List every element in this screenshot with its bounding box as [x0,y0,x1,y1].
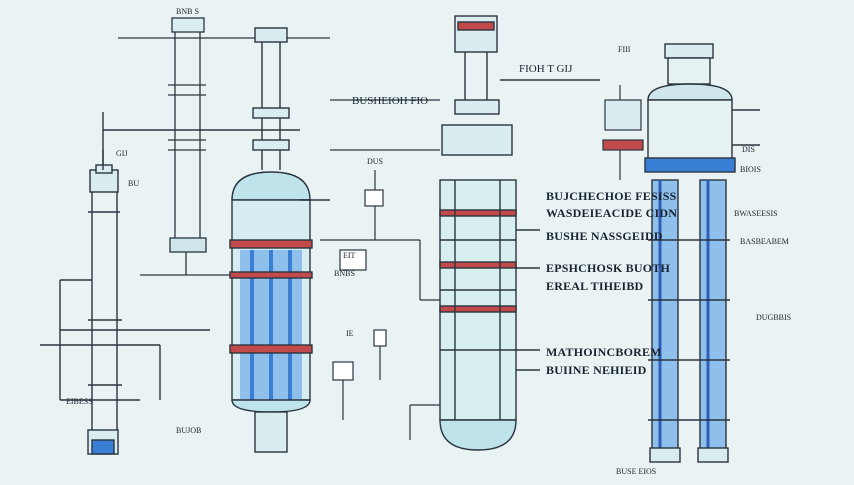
label-right-mid-2: EREAL TIHEIBD [546,279,644,293]
heat-exchanger [644,43,760,463]
reactor-vessel [229,27,330,453]
label-bottom-1: BUJOB [176,426,202,435]
label-bottom-2: EIBESS [66,397,93,406]
label-far-right-3: BIOIS [740,165,761,174]
label-bottom-3: BUSE EIOS [616,467,657,476]
label-left-upper: BUSHEIOH FIO [352,95,429,107]
label-far-right-5: BASBEABEM [740,237,789,246]
distillation-column [439,15,600,451]
label-right-low-2: BUIINE NEHIEID [546,363,647,377]
label-far-right-6: DUGBBIS [756,313,792,322]
label-right-mid-1: EPSHCHOSK BUOTH [546,261,671,275]
label-left-small-1: GIJ [116,149,128,158]
label-center-tag: EIT [343,251,356,260]
right-apparatus [602,85,644,180]
label-top-center: FIOH T GIJ [519,63,573,75]
label-right-low-1: MATHOINCBOREM [546,345,662,359]
label-center-tag-2: BNBS [334,269,355,278]
label-right-title-2: WASDEIEACIDE CIDN [546,206,678,220]
label-far-right-2: DIS [742,145,755,154]
label-right-title-3: BUSHE NASSGEIDD [546,229,663,243]
label-left-small-2: BU [128,179,140,188]
label-center-boxes: IE [346,329,354,338]
center-instruments [320,99,440,440]
label-top-left: BNB S [176,7,199,16]
label-center-small: DUS [367,157,384,166]
label-far-right-1: FIII [618,45,631,54]
label-right-title-1: BUJCHECHOE FESISS [546,189,677,203]
left-column [40,112,300,455]
label-far-right-4: BWASEESIS [734,209,778,218]
